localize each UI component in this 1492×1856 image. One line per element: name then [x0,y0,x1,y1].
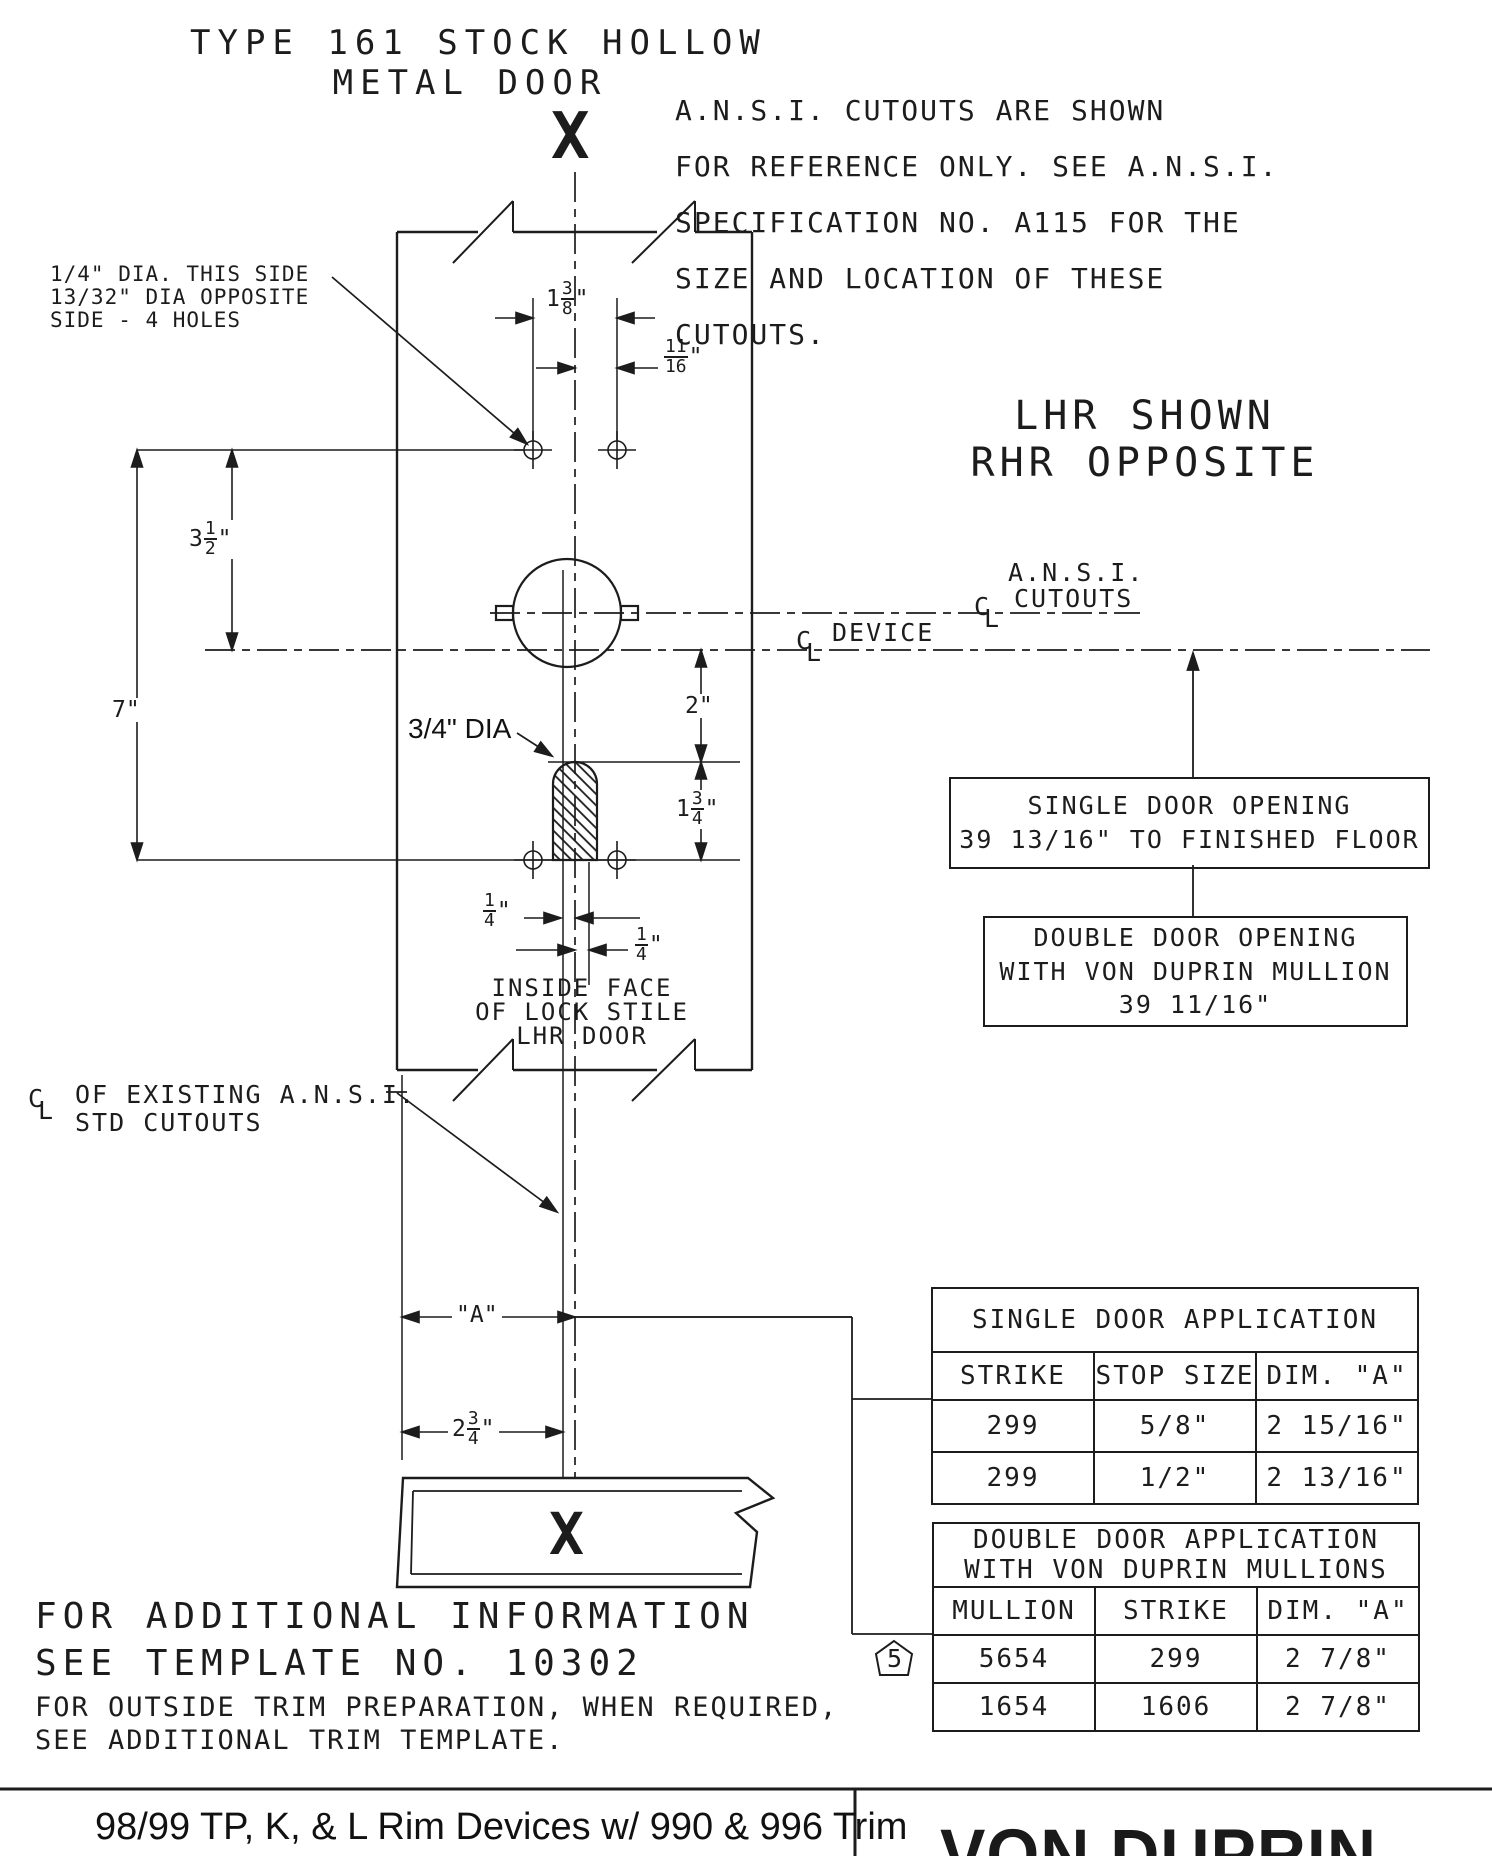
existing-centerline-line2: STD CUTOUTS [75,1108,263,1137]
footnote-line4: SEE ADDITIONAL TRIM TEMPLATE. [35,1725,565,1756]
single-table-col2: STOP SIZE [1093,1351,1257,1401]
double-table-col3: DIM. "A" [1256,1586,1420,1636]
double-opening-line2: WITH VON DUPRIN MULLION [999,956,1392,986]
single-table-col3: DIM. "A" [1255,1351,1419,1401]
note-marker-pentagon [874,1639,914,1676]
note-marker-number: 5 [887,1644,903,1673]
section-marker-bottom: X [549,1500,584,1568]
double-opening-line3: 39 11/16" [1118,990,1273,1020]
single-opening-line2: 39 13/16" TO FINISHED FLOOR [959,825,1420,854]
ansi-note-line4: SIZE AND LOCATION OF THESE [675,262,1166,295]
footnote-line1: FOR ADDITIONAL INFORMATION [35,1596,755,1637]
door-edge-view [395,1476,776,1589]
slot-cutout [551,760,599,862]
double-table-title2: WITH VON DUPRIN MULLIONS [964,1555,1388,1585]
dimension-lines [130,311,852,1439]
double-door-table: DOUBLE DOOR APPLICATION WITH VON DUPRIN … [932,1522,1420,1732]
ansi-note-line3: SPECIFICATION NO. A115 FOR THE [675,206,1241,239]
table-row: 5654 299 2 7/8" [932,1634,1420,1684]
footer-rules [0,1787,1492,1856]
single-table-title: SINGLE DOOR APPLICATION [931,1287,1419,1353]
dim-cl-to-slot: 2" [681,694,717,719]
ansi-note-line2: FOR REFERENCE ONLY. SEE A.N.S.I. [675,150,1279,183]
footnote-line2: SEE TEMPLATE NO. 10302 [35,1643,644,1684]
handing-note-line1: LHR SHOWN [1014,393,1276,439]
table-row: 299 1/2" 2 13/16" [931,1451,1419,1505]
ansi-centerline-label1: A.N.S.I. [1008,558,1145,587]
ansi-note-line1: A.N.S.I. CUTOUTS ARE SHOWN [675,94,1166,127]
ansi-round-cutout [494,557,640,669]
inside-face-line3: LHR DOOR [516,1022,648,1050]
drawing-title-line2: METAL DOOR [332,63,608,103]
single-door-table: SINGLE DOOR APPLICATION STRIKE STOP SIZE… [931,1287,1419,1505]
single-table-col1: STRIKE [931,1351,1095,1401]
hole-note-line2: 13/32" DIA OPPOSITE [50,285,310,309]
ansi-centerline-label2: CUTOUTS [1014,584,1134,613]
existing-centerline-line1: OF EXISTING A.N.S.I. [75,1080,417,1109]
connector-lines [575,652,1200,1635]
ansi-note-line5: CUTOUTS. [675,318,826,351]
double-table-title1: DOUBLE DOOR APPLICATION [972,1525,1380,1555]
slot-diameter-label: 3/4" DIA [408,713,512,744]
double-table-col1: MULLION [932,1586,1096,1636]
hole-note-line1: 1/4" DIA. THIS SIDE [50,262,310,286]
single-opening-box: SINGLE DOOR OPENING 39 13/16" TO FINISHE… [949,777,1430,869]
double-table-title: DOUBLE DOOR APPLICATION WITH VON DUPRIN … [932,1522,1420,1588]
product-title: 98/99 TP, K, & L Rim Devices w/ 990 & 99… [95,1806,908,1848]
extension-lines [137,298,740,1460]
door-outline [395,200,754,1102]
section-marker-top: X [551,100,590,174]
table-row: 1654 1606 2 7/8" [932,1682,1420,1732]
brand-logo: VON DUPRIN [940,1814,1377,1856]
leader-lines [331,276,562,1218]
double-table-col2: STRIKE [1094,1586,1258,1636]
table-row: 299 5/8" 2 15/16" [931,1399,1419,1453]
dim-top-to-bottom: 7" [108,698,144,723]
hole-note-line3: SIDE - 4 HOLES [50,308,242,332]
drawing-title-line1: TYPE 161 STOCK HOLLOW [190,23,767,63]
double-opening-box: DOUBLE DOOR OPENING WITH VON DUPRIN MULL… [983,916,1408,1027]
device-centerline-label: DEVICE [832,618,935,647]
footnote-line3: FOR OUTSIDE TRIM PREPARATION, WHEN REQUI… [35,1692,839,1723]
inside-face-line1: INSIDE FACE [491,974,673,1002]
single-opening-line1: SINGLE DOOR OPENING [1027,791,1352,821]
inside-face-line2: OF LOCK STILE [475,998,689,1026]
handing-note-line2: RHR OPPOSITE [970,440,1320,486]
dim-a-label: "A" [452,1303,502,1327]
double-opening-line1: DOUBLE DOOR OPENING [1033,922,1358,952]
